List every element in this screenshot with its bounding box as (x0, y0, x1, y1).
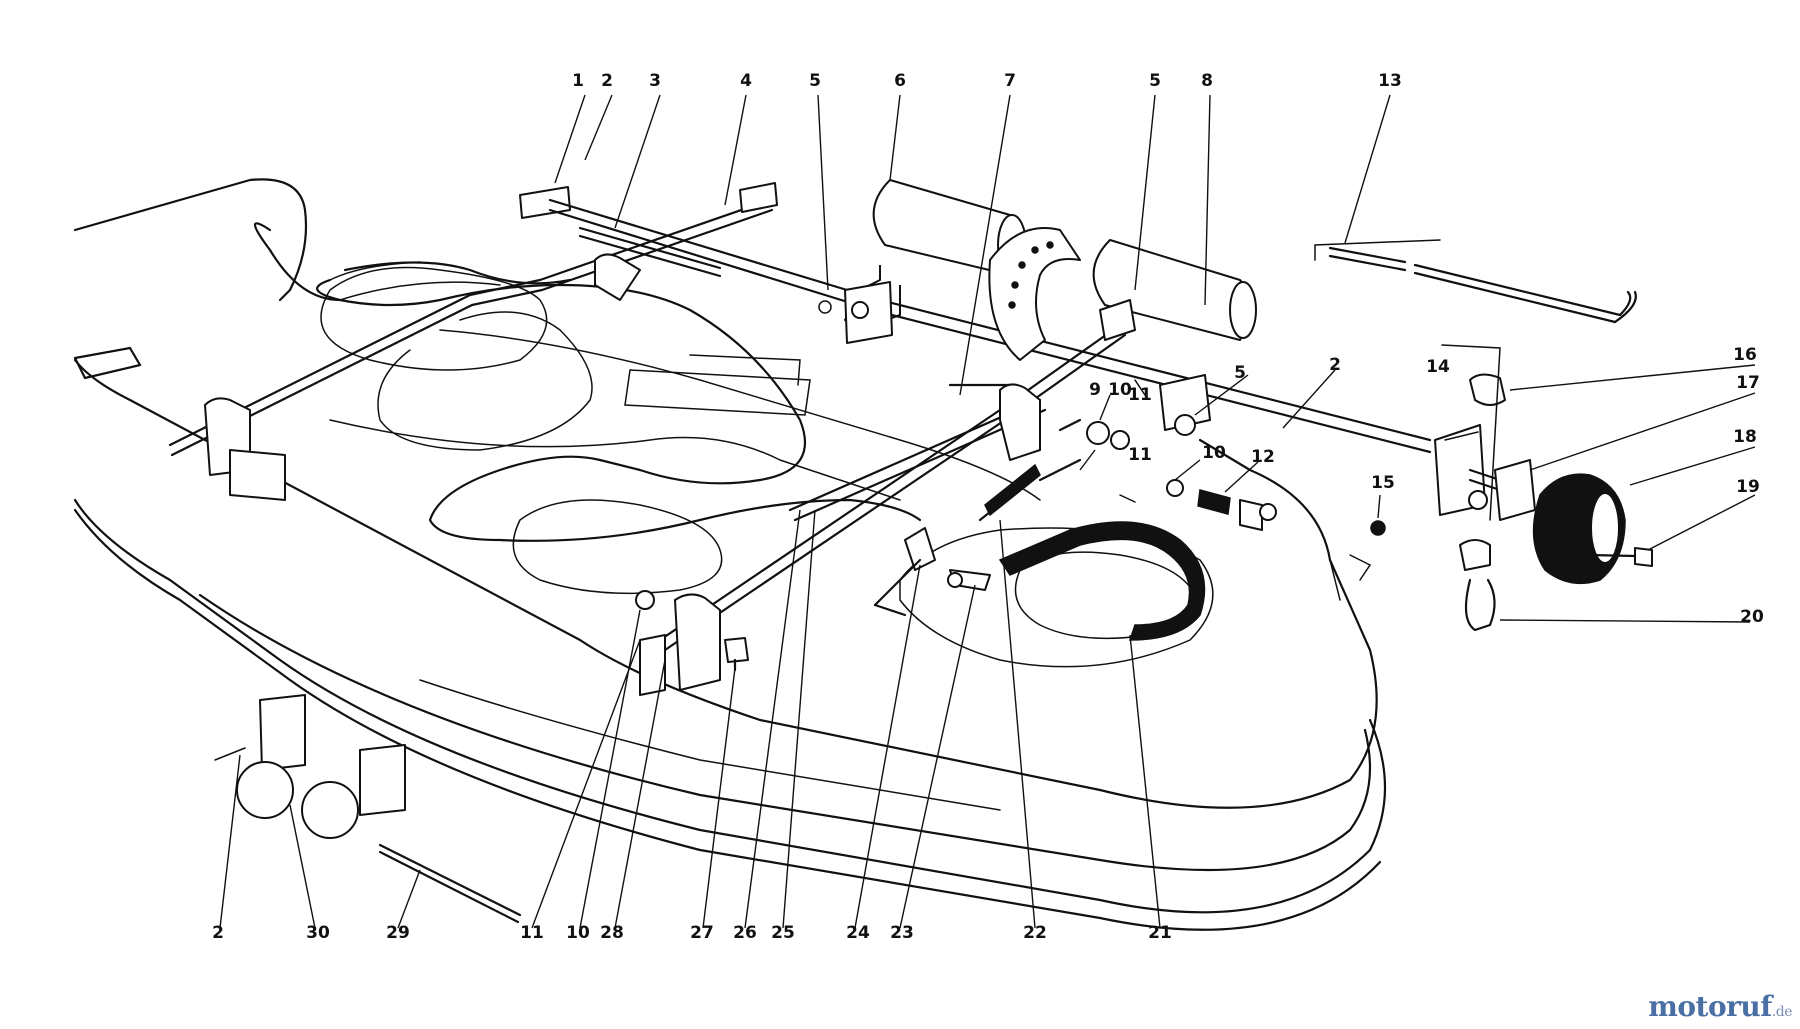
part-label-5: 5 (1234, 363, 1246, 383)
part-label-2: 2 (212, 923, 224, 943)
lift-rods-left (168, 182, 901, 501)
part-label-4: 4 (740, 71, 752, 91)
gauge-wheel (1532, 473, 1653, 585)
part-label-25: 25 (771, 923, 795, 943)
part-label-19: 19 (1736, 477, 1760, 497)
spring-assembly (978, 374, 1277, 531)
part-label-9: 9 (1089, 380, 1101, 400)
part-label-11: 11 (1128, 385, 1152, 405)
part-label-1: 1 (572, 71, 584, 91)
part-label-13: 13 (1378, 71, 1402, 91)
watermark-suffix: .de (1771, 1004, 1793, 1020)
anti-scalp-rollers (214, 694, 522, 924)
part-label-2: 2 (1329, 355, 1341, 375)
belt-guide (998, 521, 1206, 641)
part-label-6: 6 (894, 71, 906, 91)
part-label-17: 17 (1736, 373, 1760, 393)
wheel-shaft (1314, 239, 1637, 324)
part-label-30: 30 (306, 923, 330, 943)
wheel-bracket (1434, 344, 1536, 632)
watermark-brand: motoruf (1648, 990, 1772, 1023)
part-label-12: 12 (1251, 447, 1275, 467)
part-label-10: 10 (1108, 380, 1132, 400)
part-label-23: 23 (890, 923, 914, 943)
part-label-22: 22 (1023, 923, 1047, 943)
roller-8 (1092, 239, 1257, 341)
part-label-18: 18 (1733, 427, 1757, 447)
part-label-15: 15 (1371, 473, 1395, 493)
part-label-20: 20 (1740, 607, 1764, 627)
part-label-11: 11 (520, 923, 544, 943)
part-label-21: 21 (1148, 923, 1172, 943)
part-label-7: 7 (1004, 71, 1016, 91)
part-label-2: 2 (601, 71, 613, 91)
part-label-29: 29 (386, 923, 410, 943)
part-label-24: 24 (846, 923, 870, 943)
adjustment-plate (948, 227, 1081, 387)
part-label-3: 3 (649, 71, 661, 91)
part-label-28: 28 (600, 923, 624, 943)
fastener-15 (1349, 520, 1386, 581)
part-label-11: 11 (1128, 445, 1152, 465)
part-label-5: 5 (809, 71, 821, 91)
part-label-16: 16 (1733, 345, 1757, 365)
part-label-10: 10 (566, 923, 590, 943)
part-label-5: 5 (1149, 71, 1161, 91)
part-label-26: 26 (733, 923, 757, 943)
part-label-8: 8 (1201, 71, 1213, 91)
watermark-logo: motoruf.de (1648, 990, 1792, 1023)
part-label-27: 27 (690, 923, 714, 943)
lift-linkage (635, 299, 1136, 696)
part-label-10: 10 (1202, 443, 1226, 463)
part-label-14: 14 (1426, 357, 1450, 377)
leader-lines (219, 94, 1756, 929)
